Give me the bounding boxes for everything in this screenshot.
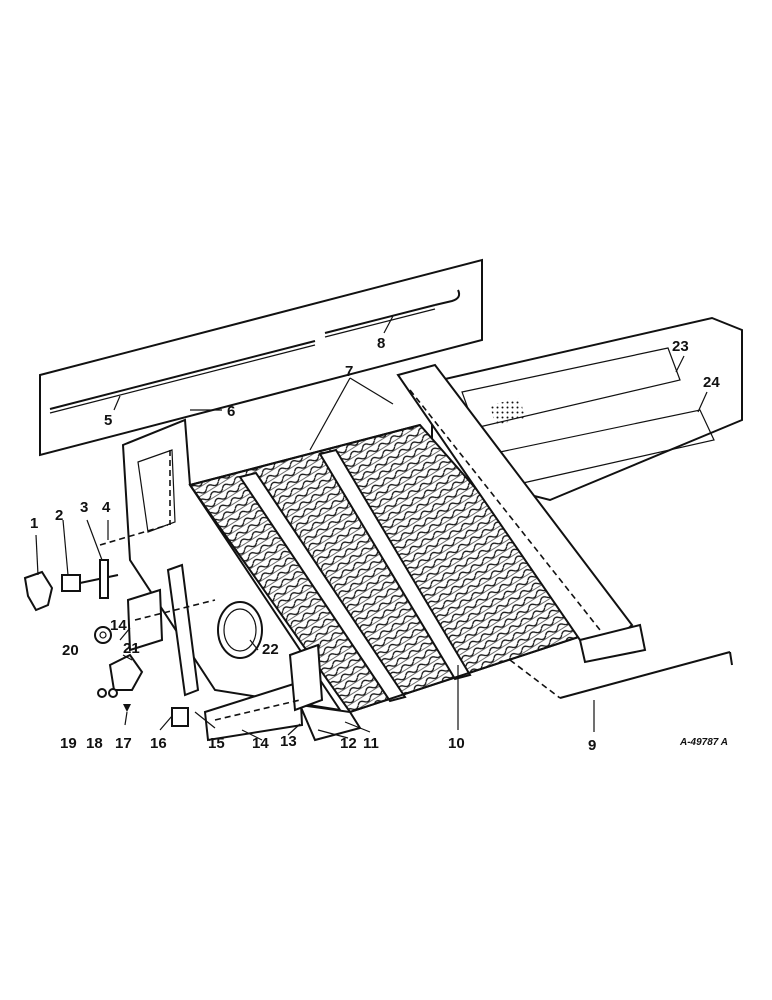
callout-13: 13: [280, 733, 297, 750]
bracket-21: [108, 653, 144, 691]
divider-right: [318, 448, 472, 681]
callout-14-lower: 14: [252, 735, 269, 752]
callout-24: 24: [703, 374, 720, 391]
rod-panel: [39, 258, 483, 457]
callout-16: 16: [150, 735, 167, 752]
callout-20: 20: [62, 642, 79, 659]
roller-16: [171, 707, 189, 727]
rod-8: [324, 304, 436, 334]
callout-21: 21: [123, 640, 140, 657]
bracket-1: [23, 570, 54, 612]
rod-5: [49, 340, 316, 410]
sieve-assembly: [121, 363, 647, 742]
callout-5: 5: [104, 412, 112, 429]
callout-22: 22: [262, 641, 279, 658]
plate-14-upper: [126, 588, 164, 652]
callout-15: 15: [208, 735, 225, 752]
callout-23: 23: [672, 338, 689, 355]
callout-4: 4: [102, 499, 111, 516]
callout-3: 3: [80, 499, 88, 516]
callout-2: 2: [55, 507, 63, 524]
callout-11: 11: [363, 735, 379, 752]
hanger-15: [166, 563, 200, 697]
nut-17: [123, 704, 131, 712]
callout-10: 10: [448, 735, 465, 752]
callout-14-upper: 14: [110, 617, 127, 634]
roller-20: [94, 626, 112, 644]
rod-9: [559, 651, 731, 699]
callout-17: 17: [115, 735, 132, 752]
divider-left: [238, 471, 407, 703]
drawing-reference: A-49787 A: [679, 737, 728, 748]
rod-hook: [434, 289, 461, 306]
callout-9: 9: [588, 737, 596, 754]
bushing-2: [61, 574, 81, 592]
washer-18: [108, 688, 118, 698]
callouts: 1 2 3 4 5 6 7 8 9 10 11 12 13 14 14 15 1…: [30, 335, 720, 754]
callout-12: 12: [340, 735, 357, 752]
callout-7: 7: [345, 363, 353, 380]
hardware-left: [23, 450, 324, 742]
callout-6: 6: [227, 403, 235, 420]
callout-19: 19: [60, 735, 77, 752]
plate-14-lower: [203, 680, 304, 742]
callout-1: 1: [30, 515, 38, 532]
callout-18: 18: [86, 735, 103, 752]
inspection-hole-22: [217, 601, 263, 659]
callout-8: 8: [377, 335, 385, 352]
washer-19: [97, 688, 107, 698]
leader-lines: [35, 315, 708, 741]
